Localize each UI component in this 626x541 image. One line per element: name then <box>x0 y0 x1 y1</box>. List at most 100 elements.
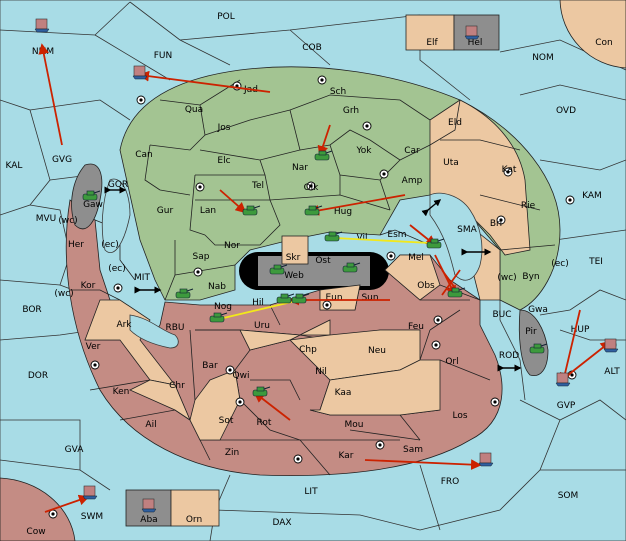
army-unit-icon[interactable] <box>304 205 323 216</box>
label-hil: Hil <box>252 298 264 308</box>
label-esm: Esm <box>387 230 406 240</box>
army-unit-icon[interactable] <box>82 190 101 201</box>
order-arrow <box>559 309 581 384</box>
label-los: Los <box>452 411 467 421</box>
order-arrow <box>364 459 482 471</box>
label-neu: Neu <box>368 346 386 356</box>
army-unit-icon[interactable] <box>342 262 361 273</box>
label-car: Car <box>404 146 420 156</box>
province-sot[interactable] <box>189 369 241 441</box>
order-arrow <box>567 340 612 376</box>
label-mou: Mou <box>345 420 364 430</box>
province-orn[interactable] <box>170 489 220 527</box>
label-nil: Nil <box>315 367 327 377</box>
label-sot: Sot <box>219 416 234 426</box>
province-uru[interactable] <box>195 319 331 351</box>
label-amp: Amp <box>402 176 423 186</box>
label-qwi: Qwi <box>233 371 250 381</box>
label-skr: Skr <box>286 253 301 263</box>
label-con: Con <box>595 38 613 48</box>
label-chr: Chr <box>169 381 185 391</box>
province-skr[interactable] <box>281 235 309 265</box>
province-cow[interactable] <box>0 477 76 541</box>
army-unit-icon[interactable] <box>242 205 261 216</box>
label-alt: ALT <box>604 367 620 377</box>
label-fro: FRO <box>441 477 460 487</box>
fleet-unit-icon[interactable] <box>464 25 480 40</box>
label-uta: Uta <box>443 158 459 168</box>
fleet-unit-icon[interactable] <box>82 485 98 500</box>
label-rot: Rot <box>257 418 272 428</box>
army-unit-icon[interactable] <box>426 238 445 249</box>
province-pir[interactable] <box>518 309 549 377</box>
supply-centers <box>48 75 617 519</box>
label-sap: Sap <box>193 252 210 262</box>
label-hel: Hel <box>468 38 483 48</box>
label-sun: Sun <box>361 293 378 303</box>
army-unit-icon[interactable] <box>529 343 548 354</box>
label-kat: Kat <box>502 165 517 175</box>
label-feu: Feu <box>408 322 424 332</box>
label-bucsea: BUC <box>492 310 511 320</box>
label-bor: BOR <box>22 305 41 315</box>
province-chr[interactable] <box>129 379 191 422</box>
army-unit-icon[interactable] <box>276 293 295 304</box>
label-tei: TEI <box>588 257 603 267</box>
province-mel[interactable] <box>384 254 441 301</box>
order-arrows <box>38 43 612 513</box>
label-nor: Nor <box>224 241 240 251</box>
order-cut <box>441 269 461 296</box>
inlet-sma <box>429 192 483 281</box>
label-nar: Nar <box>292 163 308 173</box>
inlet-rbu <box>129 314 179 349</box>
order-arrow <box>253 391 291 421</box>
province-elf[interactable] <box>405 14 455 51</box>
fleet-unit-icon[interactable] <box>34 18 50 33</box>
fleet-unit-icon[interactable] <box>478 452 494 467</box>
order-arrow <box>219 189 247 214</box>
label-nog: Nog <box>214 302 232 312</box>
fleet-unit-icon[interactable] <box>132 65 148 80</box>
label-qua: Qua <box>185 105 203 115</box>
army-unit-icon[interactable] <box>175 288 194 299</box>
label-grh: Grh <box>343 106 359 116</box>
order-arrow <box>317 124 331 157</box>
province-con[interactable] <box>559 0 626 69</box>
army-unit-icon[interactable] <box>324 231 343 242</box>
army-unit-icon[interactable] <box>269 264 288 275</box>
army-unit-icon[interactable] <box>252 386 271 397</box>
fleet-unit-icon[interactable] <box>603 338 619 353</box>
fleet-unit-icon[interactable] <box>141 498 157 513</box>
label-fun: FUN <box>154 51 173 61</box>
label-gwa: Gwa <box>528 305 548 315</box>
label-ver: Ver <box>86 342 101 352</box>
inlets <box>101 178 483 349</box>
region-east-tan <box>429 99 531 256</box>
units <box>34 18 619 513</box>
coast-label: (ec) <box>551 259 569 269</box>
label-kor: Kor <box>81 281 96 291</box>
label-pol: POL <box>217 12 235 22</box>
label-byn: Byn <box>522 272 539 282</box>
order-arrow <box>138 70 271 93</box>
label-olk: Olk <box>304 183 320 193</box>
support-line <box>214 299 301 321</box>
label-pir: Pir <box>525 327 537 337</box>
army-unit-icon[interactable] <box>314 150 333 161</box>
label-ost: Ost <box>315 256 331 266</box>
fleet-unit-icon[interactable] <box>555 372 571 387</box>
army-unit-icon[interactable] <box>209 312 228 323</box>
army-unit-icon[interactable] <box>291 293 310 304</box>
label-eld: Eld <box>448 118 462 128</box>
province-kaa[interactable] <box>309 359 441 416</box>
army-unit-icon[interactable] <box>447 287 466 298</box>
label-kam: KAM <box>582 191 602 201</box>
label-lan: Lan <box>200 206 216 216</box>
label-her: Her <box>68 240 84 250</box>
label-lit: LIT <box>304 487 318 497</box>
label-ail: Ail <box>145 420 156 430</box>
label-kal: KAL <box>6 161 23 171</box>
order-arrow <box>44 494 90 513</box>
label-swm: SWM <box>81 512 103 522</box>
